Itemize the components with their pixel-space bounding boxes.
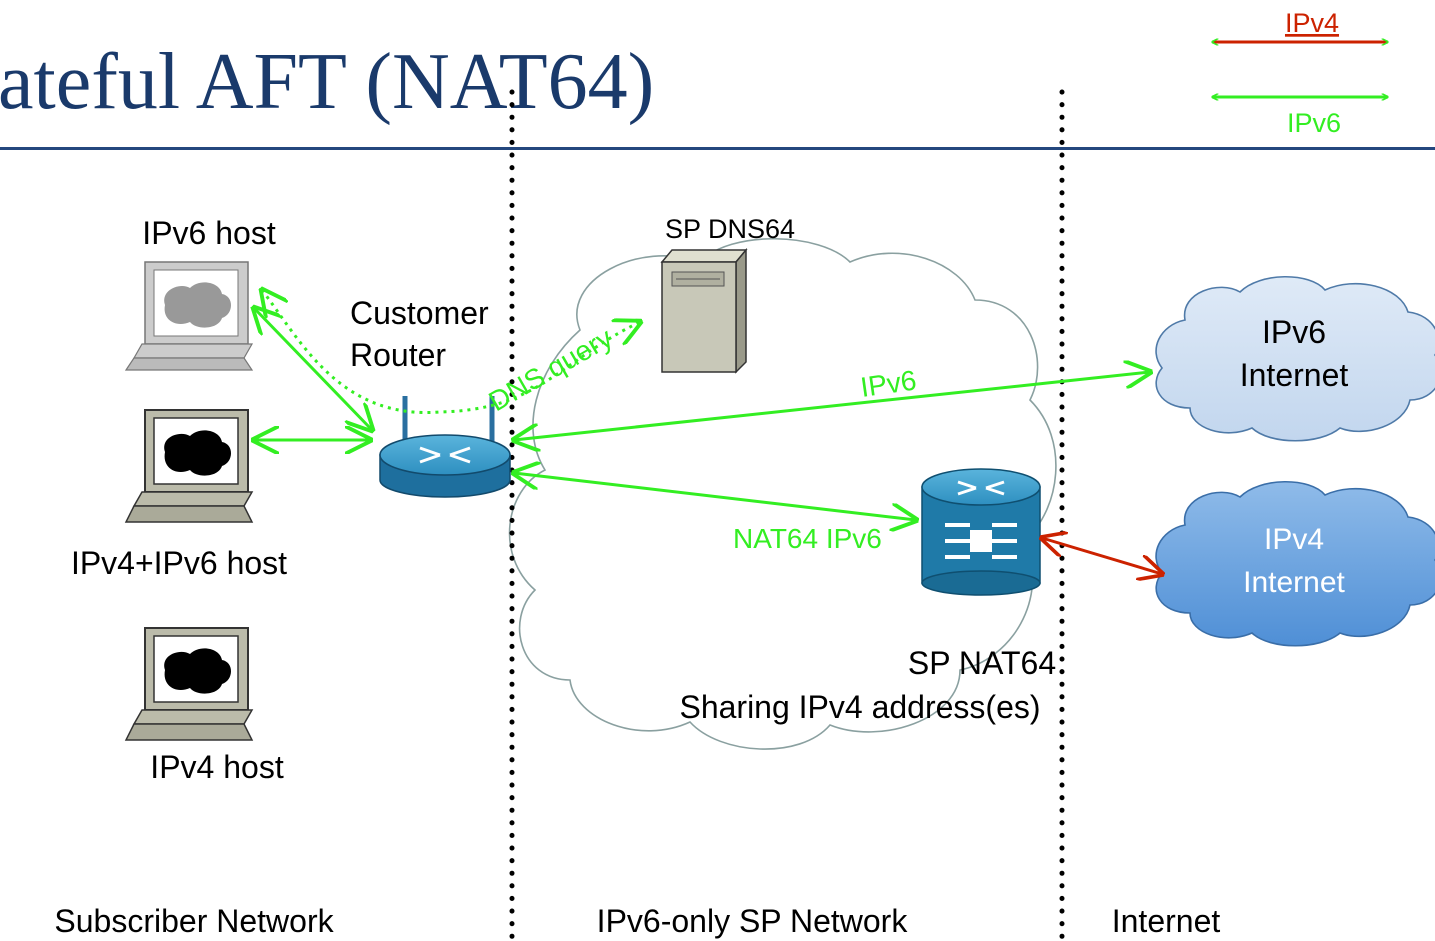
ipv4-host-label: IPv4 host [150, 749, 284, 785]
ipv6-host-router-arrow [254, 308, 372, 430]
router-label-line1: Customer [350, 295, 489, 331]
nat64-device [921, 468, 1041, 596]
dual-host-label: IPv4+IPv6 host [71, 545, 287, 581]
ipv6-host-screen-cloud [164, 282, 231, 328]
ipv6-internet-label-line2: Internet [1240, 357, 1349, 393]
nat64-label-line2: Sharing IPv4 address(es) [679, 689, 1040, 725]
ipv6-internet-cloud [1155, 275, 1435, 442]
zone-subscriber-label: Subscriber Network [54, 903, 334, 939]
title-rule [0, 147, 1435, 150]
nat64-flow-label: NAT64 IPv6 [733, 523, 882, 554]
legend: IPv4 IPv6 [1212, 8, 1388, 138]
ipv4-internet-label-line2: Internet [1243, 566, 1345, 599]
ipv6-internet-label-line1: IPv6 [1262, 314, 1326, 350]
dns64-server [660, 247, 748, 374]
customer-router [379, 396, 511, 498]
ipv4-internet-label-line1: IPv4 [1264, 523, 1324, 556]
legend-ipv4-label: IPv4 [1285, 8, 1339, 38]
router-ipv6-internet-arrow [514, 372, 1150, 440]
ipv6-host-computer [124, 261, 254, 371]
ipv4-host-computer [124, 627, 254, 741]
ipv6-flow-label: IPv6 [859, 364, 919, 402]
router-label-line2: Router [350, 337, 446, 373]
dns64-label: SP DNS64 [665, 214, 795, 244]
ipv4-internet-cloud [1155, 480, 1435, 647]
legend-ipv6-label: IPv6 [1287, 108, 1341, 138]
slide-title: ateful AFT (NAT64) [0, 38, 654, 126]
nat64-ipv4-internet-arrow [1042, 538, 1162, 574]
router-nat64-arrow [514, 473, 916, 520]
ipv6-host-label: IPv6 host [142, 215, 276, 251]
nat64-label-line1: SP NAT64 [908, 645, 1056, 681]
zone-internet-label: Internet [1112, 903, 1221, 939]
dual-stack-host-computer [124, 409, 254, 523]
zone-sp-label: IPv6-only SP Network [597, 903, 909, 939]
